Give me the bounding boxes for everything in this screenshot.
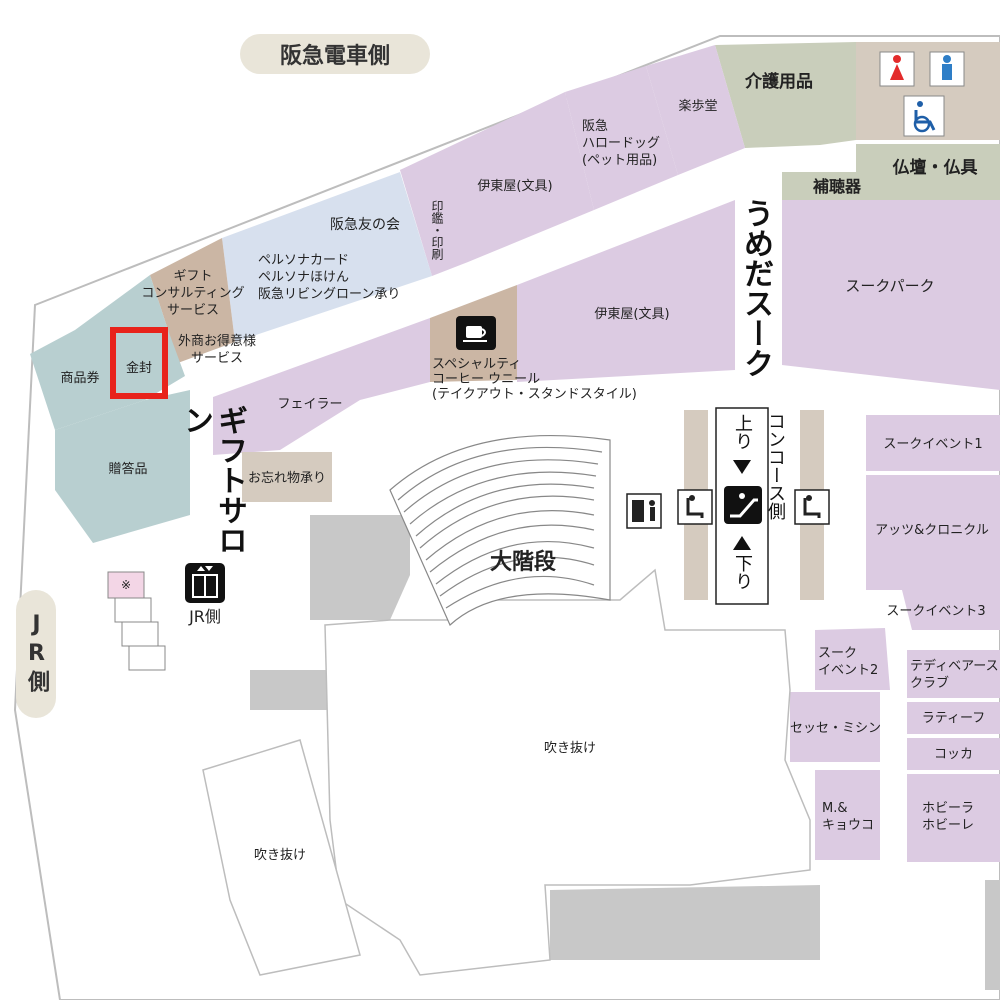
label-owasuremono[interactable]: お忘れ物承り (247, 471, 326, 486)
gift-salon-label: ギフトサロン (178, 405, 247, 555)
umeda-sukku-label: うめだスーク (738, 198, 773, 378)
label-hochoki[interactable]: 補聴器 (812, 177, 861, 196)
label-gaisho[interactable]: 外商お得意様 サービス (177, 334, 256, 366)
shop-sesse-mishin[interactable] (790, 692, 880, 762)
label-teddy-bear[interactable]: テディベアース クラブ (910, 659, 999, 691)
label-persona[interactable]: ペルソナカード ペルソナほけん 阪急リビングローン承り (258, 253, 401, 302)
label-fukinuke-2: 吹き抜け (253, 848, 306, 863)
down-arrow-icon (733, 536, 751, 550)
label-shohinken[interactable]: 商品券 (60, 371, 100, 386)
label-butsudan[interactable]: 仏壇・仏具 (892, 158, 978, 178)
label-inkan[interactable]: 印鑑・印刷 (430, 200, 444, 260)
label-kinpu[interactable]: 金封 (125, 361, 152, 376)
up-arrow-icon (733, 460, 751, 474)
shop-kokka[interactable] (907, 738, 1000, 770)
label-sukku-park[interactable]: スークパーク (845, 277, 935, 295)
label-zotohin[interactable]: 贈答品 (108, 462, 148, 477)
shop-sukku-event2[interactable] (815, 628, 890, 690)
label-arts-chronicle[interactable]: アッツ&クロニクル (875, 523, 989, 538)
shop-owasuremono[interactable] (242, 452, 332, 502)
shop-sukku-event1[interactable] (866, 415, 1000, 471)
shop-kaigo[interactable] (715, 42, 856, 148)
shop-feiler[interactable] (213, 318, 430, 455)
shop-shohinken[interactable] (30, 275, 185, 430)
label-tomo[interactable]: 阪急友の会 (330, 217, 400, 233)
shop-sukku-park[interactable] (782, 200, 1000, 390)
shop-hochoki[interactable] (782, 172, 856, 200)
label-latifu[interactable]: ラティーフ (921, 711, 986, 726)
locker-3 (121, 621, 159, 647)
bench-icon-right (794, 489, 830, 525)
label-hello-dog[interactable]: 阪急 ハロードッグ (ペット用品) (582, 119, 661, 168)
label-coffee[interactable]: スペシャルティ コーヒー ウニール (テイクアウト・スタンドスタイル) (432, 357, 637, 402)
label-kokka[interactable]: コッカ (933, 747, 973, 762)
shop-latifu[interactable] (907, 702, 1000, 734)
shop-tomo-persona[interactable] (222, 172, 432, 342)
label-fukinuke-1: 吹き抜け (543, 741, 596, 756)
label-sukku-event3[interactable]: スークイベント3 (886, 604, 986, 619)
label-kaigo[interactable]: 介護用品 (745, 72, 813, 92)
elevator-jr-label: JR側 (189, 607, 221, 626)
label-sukku-event2[interactable]: スーク イベント2 (818, 646, 879, 678)
shop-gift-consulting[interactable] (150, 238, 235, 364)
label-kome: ※ (120, 578, 132, 592)
locker-2 (114, 597, 152, 623)
escalator-down-label: 下り (732, 554, 753, 590)
shop-itoya-2[interactable] (517, 200, 735, 382)
shop-rakuhodo[interactable] (646, 45, 745, 175)
shop-zotohin[interactable] (55, 390, 190, 543)
shop-butsudan[interactable] (856, 144, 1000, 200)
label-itoya-2[interactable]: 伊東屋(文具) (594, 307, 670, 322)
shop-hello-dog[interactable] (565, 66, 678, 210)
label-m-kyouko[interactable]: M.& キョウコ (822, 801, 875, 833)
shop-sukku-event3[interactable] (902, 590, 1000, 630)
label-hobby[interactable]: ホビーラ ホビーレ (922, 801, 975, 833)
shop-teddy-bear[interactable] (907, 650, 1000, 698)
label-sukku-event1[interactable]: スークイベント1 (883, 437, 983, 452)
shop-inkan[interactable] (400, 150, 468, 276)
gray-block-d (985, 880, 1000, 990)
label-sesse-mishin[interactable]: セッセ・ミシン (790, 721, 882, 736)
shop-hobby[interactable] (907, 774, 1000, 862)
escalator-icon[interactable] (724, 486, 762, 524)
label-feiler[interactable]: フェイラー (277, 397, 343, 412)
gray-block-a (310, 515, 410, 620)
hankyu-side-label: 阪急電車側 (240, 34, 430, 74)
label-itoya-1[interactable]: 伊東屋(文具) (477, 179, 553, 194)
kinpu-highlight[interactable] (110, 327, 168, 399)
locker-4 (128, 645, 166, 671)
jr-side-label: JR側 (16, 590, 56, 718)
escalator-up-label: 上り (732, 414, 753, 450)
label-rakuhodo[interactable]: 楽歩堂 (678, 99, 718, 114)
label-gift-consulting[interactable]: ギフト コンサルティング サービス (141, 269, 245, 318)
gray-block-c (550, 885, 820, 960)
shop-arts-chronicle[interactable] (866, 475, 1000, 590)
bench-icon-left (677, 489, 713, 525)
concourse-side-label: コンコース側 (765, 412, 786, 520)
gray-block-b (250, 670, 330, 710)
daikaidan-label: 大階段 (489, 550, 556, 575)
atrium-side (202, 739, 361, 976)
grand-stairs (389, 435, 611, 626)
shop-m-kyouko[interactable] (815, 770, 880, 860)
